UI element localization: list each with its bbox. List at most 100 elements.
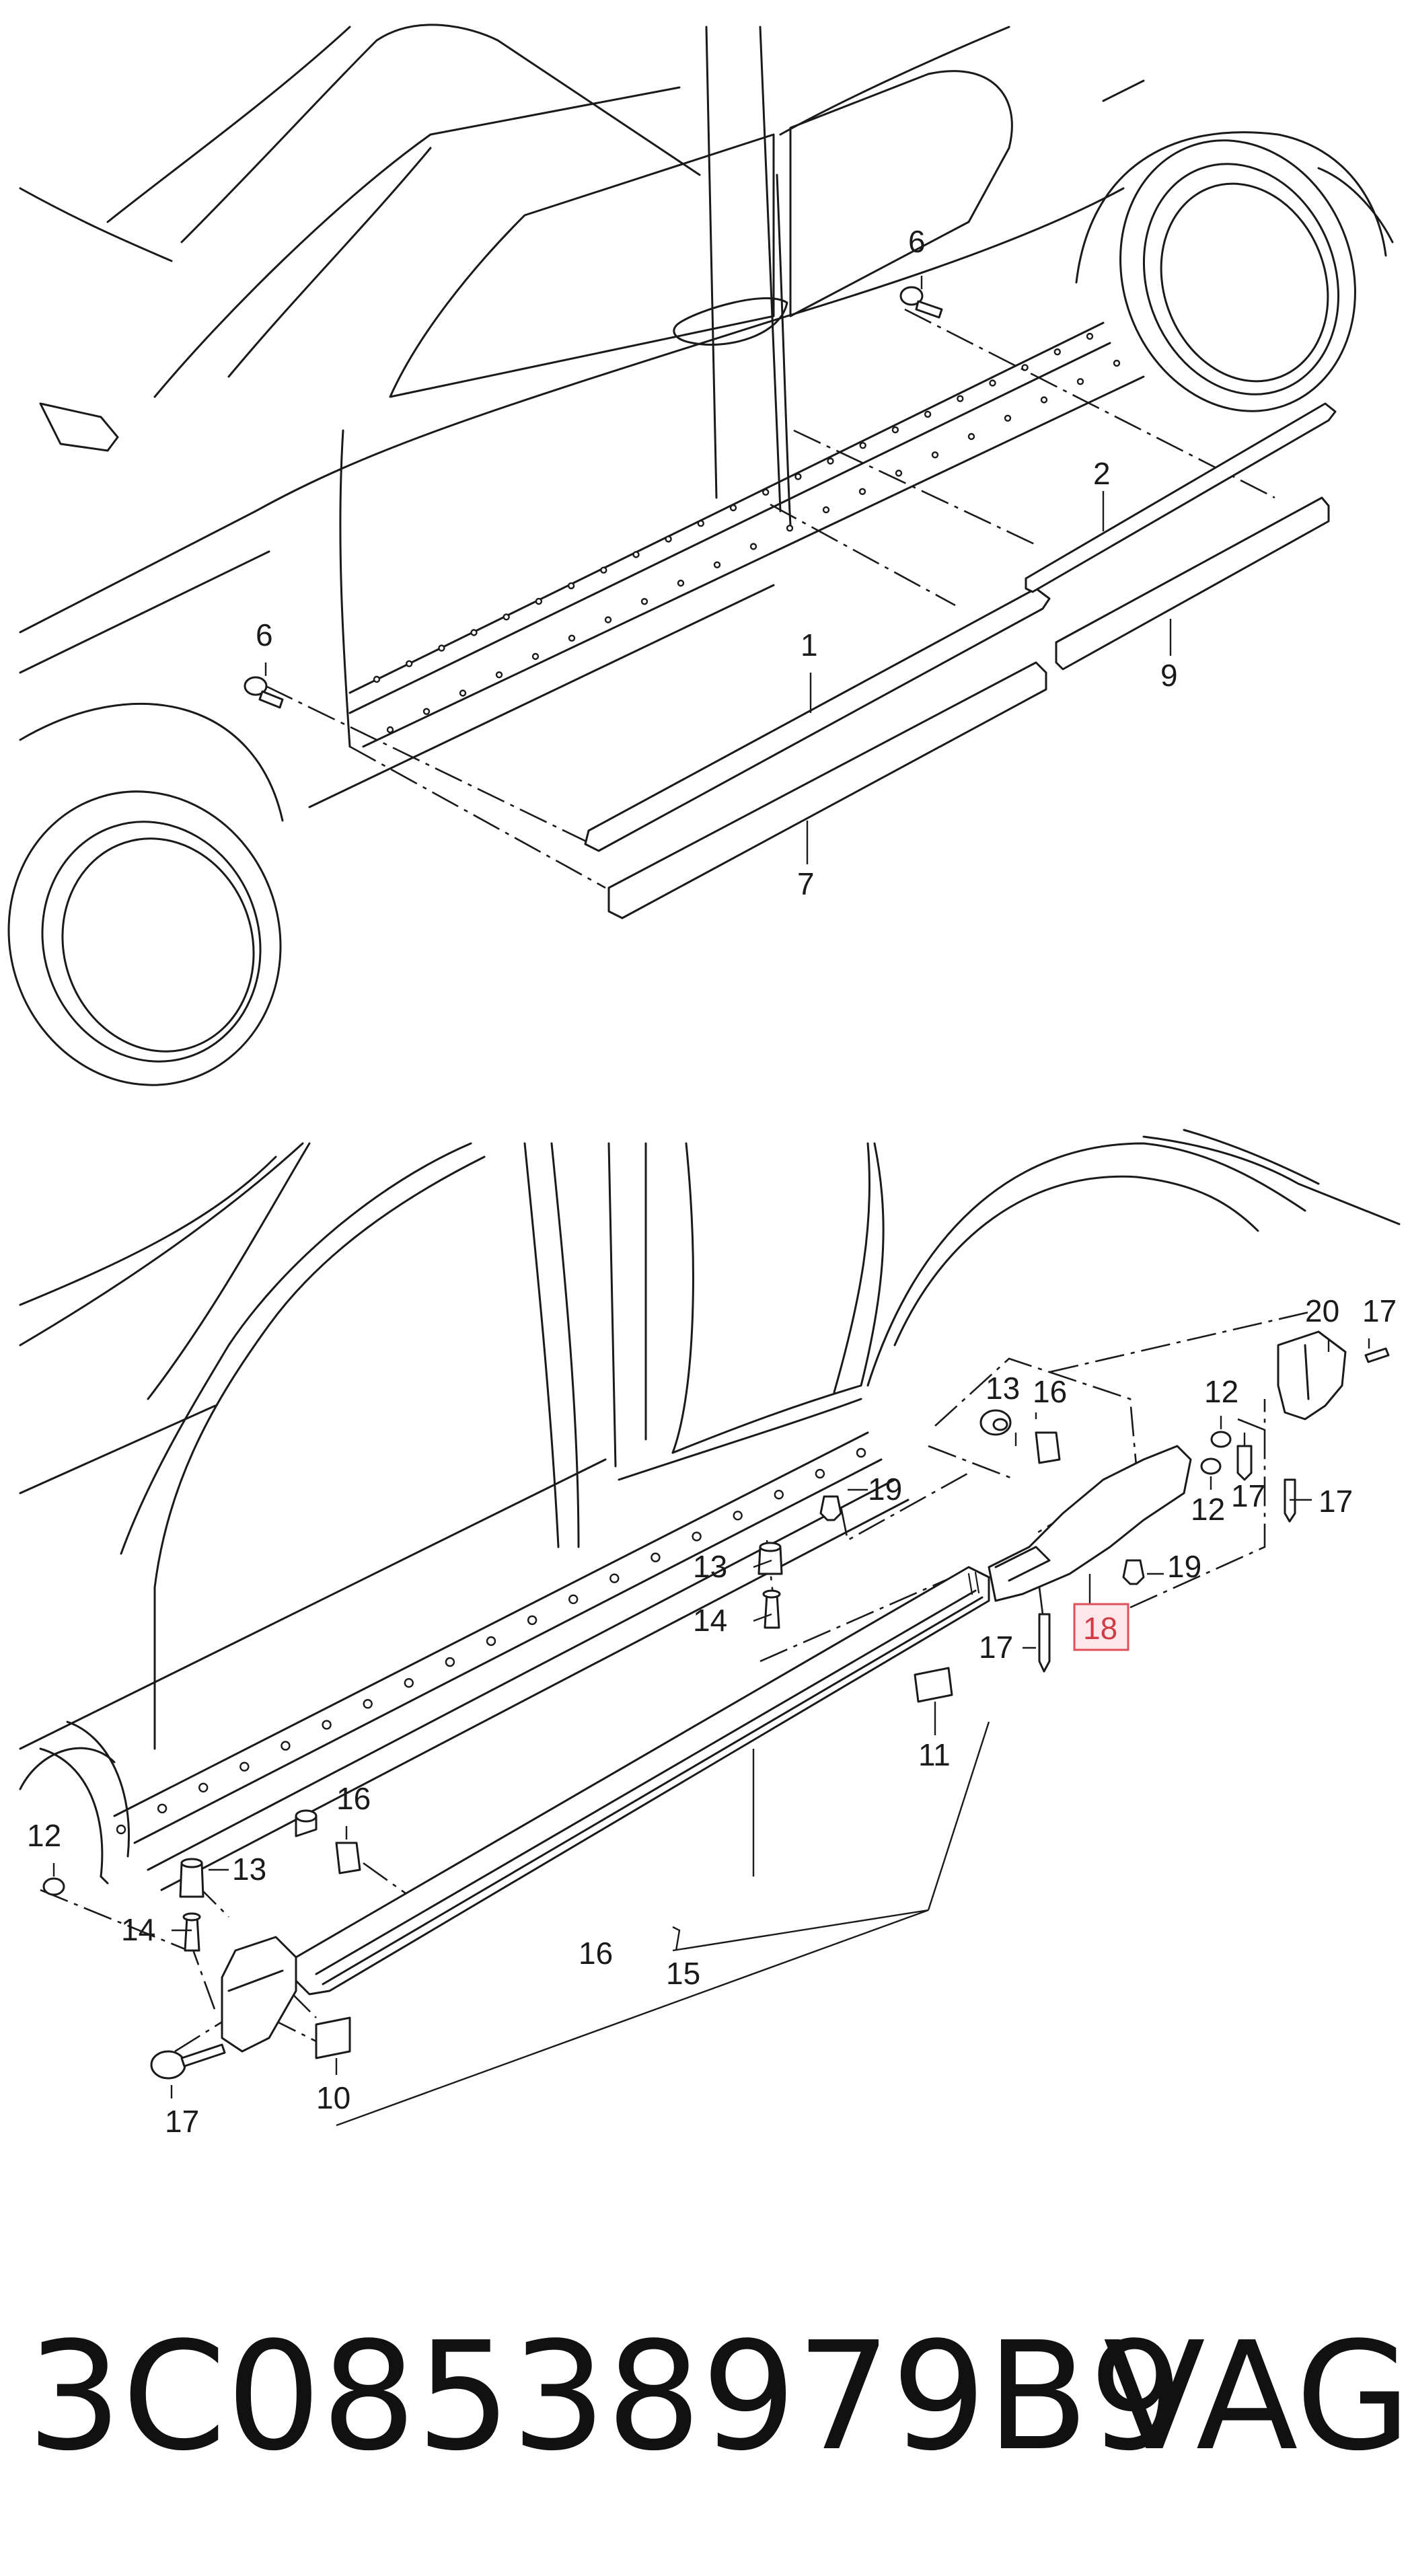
svg-text:18: 18	[1083, 1611, 1117, 1646]
bracket-20	[1277, 1330, 1347, 1420]
top-assembly-lines	[265, 308, 1275, 889]
sill-hole	[1004, 414, 1012, 422]
sill-hole	[568, 634, 576, 642]
sill-hole	[827, 457, 834, 465]
sill-hole	[373, 675, 381, 683]
pad-10	[315, 2016, 351, 2059]
bottom-callouts: 13 16 19 13 14 11 17 18 19 12 12 17 17 2…	[27, 1293, 1397, 2139]
callout-10: 10	[316, 2080, 350, 2115]
sill-hole	[786, 525, 794, 532]
moulding-7	[607, 661, 1047, 919]
pad-11	[914, 1667, 953, 1703]
footer: 3C08538979B9 VAG	[27, 2310, 1410, 2484]
callout-20: 20	[1305, 1293, 1339, 1328]
callout-16: 16	[579, 1936, 613, 1971]
end-cap-front	[221, 1936, 297, 2053]
callout-16: 16	[336, 1781, 371, 1816]
sill-hole	[363, 1699, 373, 1709]
sill-hole	[568, 1594, 579, 1605]
callout-12: 12	[27, 1818, 61, 1853]
sill-hole	[895, 469, 903, 477]
bottom-assembly-lines	[40, 1310, 1339, 2053]
sill-hole	[1021, 364, 1029, 371]
side-skirt-15	[295, 1566, 990, 1996]
top-leaders	[264, 276, 1172, 864]
sill-hole	[495, 671, 503, 679]
sill-hole	[386, 726, 394, 734]
callout-13: 13	[693, 1549, 727, 1584]
sill-hole	[677, 579, 685, 587]
highlighted-callout-18[interactable]: 18	[1073, 1603, 1129, 1651]
sill-hole	[729, 504, 737, 512]
sill-hole	[762, 488, 770, 496]
sill-hole	[198, 1782, 209, 1793]
screw-6-rear	[899, 286, 943, 319]
callout-17: 17	[1231, 1478, 1265, 1513]
sill-hole	[116, 1824, 126, 1835]
callout-6: 6	[256, 617, 273, 652]
sill-hole	[322, 1720, 332, 1730]
sill-hole	[891, 426, 899, 434]
sill-hole	[749, 543, 757, 550]
sill-hole	[794, 473, 802, 480]
sill-hole	[281, 1741, 291, 1751]
sill-hole	[931, 451, 939, 459]
callout-17: 17	[979, 1630, 1013, 1665]
sill-hole	[815, 1468, 825, 1479]
top-sill-holes	[373, 332, 1121, 734]
callout-19: 19	[1167, 1549, 1201, 1584]
screw-6-front	[244, 676, 284, 709]
top-sill-parts	[244, 286, 1337, 919]
sill-hole	[239, 1761, 250, 1772]
sill-hole	[632, 551, 640, 558]
moulding-9	[1055, 496, 1330, 671]
sill-hole	[957, 395, 964, 402]
callout-14: 14	[693, 1603, 727, 1638]
callout-14: 14	[121, 1912, 155, 1947]
sill-hole	[1086, 332, 1094, 340]
sill-hole	[651, 1552, 661, 1562]
sill-hole	[858, 488, 866, 495]
sill-hole	[459, 689, 467, 697]
sill-hole	[774, 1489, 784, 1500]
sill-hole	[604, 616, 612, 623]
callout-19: 19	[868, 1472, 902, 1507]
sill-hole	[157, 1803, 168, 1814]
callout-17: 17	[1362, 1293, 1397, 1328]
rear-bracket-18	[988, 1445, 1192, 1602]
callout-6: 6	[908, 224, 926, 259]
callout-17: 17	[165, 2104, 199, 2139]
sill-hole	[692, 1531, 702, 1542]
callout-2: 2	[1093, 456, 1111, 491]
callout-7: 7	[797, 866, 815, 901]
callout-16: 16	[1033, 1374, 1067, 1409]
sill-hole	[967, 432, 975, 441]
sill-hole	[438, 644, 445, 652]
callout-11: 11	[918, 1737, 951, 1772]
sill-hole	[503, 613, 510, 621]
sill-hole	[567, 582, 575, 590]
bottom-sill-holes	[116, 1447, 866, 1835]
top-car-body	[7, 24, 1394, 1086]
callout-15: 15	[666, 1956, 700, 1991]
bottom-leaders	[52, 1338, 1370, 2127]
callout-13: 13	[232, 1852, 266, 1887]
sill-hole	[665, 535, 672, 543]
callout-12: 12	[1204, 1374, 1238, 1409]
sill-hole	[445, 1657, 455, 1667]
sill-hole	[733, 1511, 743, 1521]
sill-hole	[1076, 378, 1084, 385]
sill-hole	[924, 410, 932, 418]
callout-9: 9	[1160, 658, 1178, 693]
brand-label: VAG	[1103, 2310, 1410, 2484]
callout-12: 12	[1191, 1492, 1225, 1527]
sill-hole	[531, 652, 540, 660]
sill-hole	[822, 506, 830, 514]
sill-hole	[404, 1677, 414, 1688]
sill-hole	[527, 1615, 537, 1626]
sill-hole	[600, 566, 607, 574]
callout-13: 13	[986, 1371, 1020, 1406]
callout-17: 17	[1319, 1484, 1353, 1519]
sill-hole	[406, 660, 413, 667]
